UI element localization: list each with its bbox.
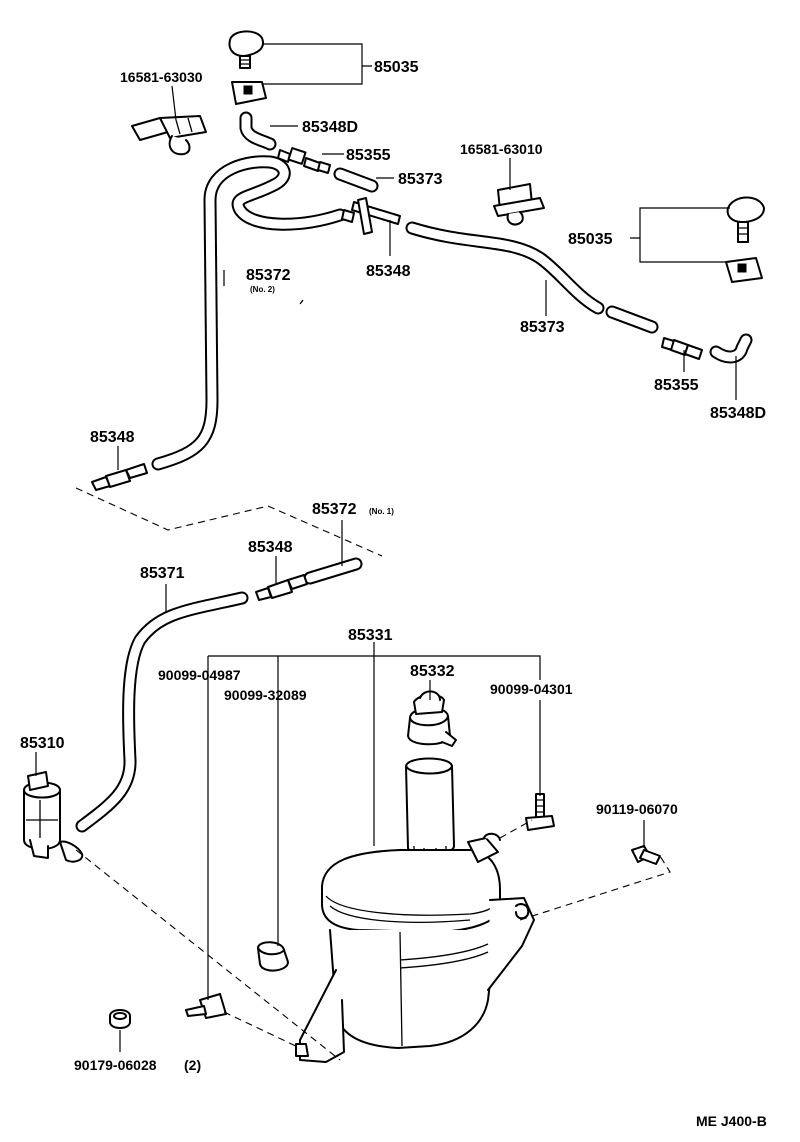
- hose-85371: [75, 591, 249, 833]
- tank-85331: [295, 757, 535, 1063]
- label-90099-32089: 90099-32089: [224, 687, 307, 703]
- label-85372-no1-note: (No. 1): [369, 507, 394, 516]
- pump-85310: [23, 771, 84, 863]
- label-85348-upper: 85348: [366, 263, 411, 280]
- label-16581-63010: 16581-63010: [460, 141, 543, 157]
- hose-85373-right: [405, 221, 605, 315]
- bolt-90099-04301: [525, 793, 555, 831]
- hose-85372-no2: [151, 155, 347, 471]
- label-90119-06070: 90119-06070: [596, 801, 678, 817]
- connector-85348-left: [91, 463, 148, 491]
- label-16581-63030: 16581-63030: [120, 69, 203, 85]
- connector-85348-upper: [341, 197, 401, 235]
- clip-16581-63030: [131, 115, 207, 156]
- label-85355-right: 85355: [654, 377, 699, 394]
- label-85332: 85332: [410, 663, 455, 680]
- clip-16581-63010: [493, 183, 545, 226]
- leader-lines: [35, 43, 737, 1052]
- bolt-90119-06070: [631, 845, 661, 865]
- label-85372-no2-note: (No. 2): [250, 285, 275, 294]
- drawing-code: ME J400-B: [696, 1113, 767, 1129]
- nozzle-85035-top: [228, 30, 267, 105]
- label-85348-left: 85348: [90, 429, 135, 446]
- connector-85348-mid: [255, 574, 308, 601]
- hose-85373-short-top: [333, 167, 379, 193]
- label-85348D-right: 85348D: [710, 405, 766, 422]
- cap-85332: [407, 690, 457, 747]
- stray-mark: [299, 299, 304, 305]
- hose-85373-short-right: [605, 305, 659, 334]
- label-85348D-top: 85348D: [302, 119, 358, 136]
- label-85371: 85371: [140, 565, 185, 582]
- connector-85355-right: [661, 337, 703, 360]
- label-85372-no1: 85372: [312, 501, 357, 518]
- elbow-85348D-right: [709, 333, 753, 364]
- label-85348-mid: 85348: [248, 539, 293, 556]
- connector-85355-top: [277, 147, 331, 174]
- label-90099-04301: 90099-04301: [490, 681, 573, 697]
- label-85310: 85310: [20, 735, 65, 752]
- clip-90099-04987: [185, 993, 227, 1019]
- label-85372-no2: 85372: [246, 267, 291, 284]
- label-85373-top: 85373: [398, 171, 443, 188]
- part-labels: 85035 16581-63030 85348D 85355 16581-630…: [20, 59, 767, 1129]
- grommet-90099-32089: [257, 941, 289, 972]
- label-85355-top: 85355: [346, 147, 391, 164]
- hose-85372-no1: [303, 557, 363, 585]
- elbow-85348D-top: [239, 111, 277, 151]
- label-85035-top: 85035: [374, 59, 419, 76]
- nut-90179-06028: [109, 1009, 131, 1029]
- label-90179-06028-qty: (2): [184, 1057, 201, 1073]
- label-90179-06028: 90179-06028: [74, 1057, 157, 1073]
- nozzle-85035-right: [725, 196, 765, 283]
- label-85035-right: 85035: [568, 231, 613, 248]
- label-85373-right: 85373: [520, 319, 565, 336]
- label-90099-04987: 90099-04987: [158, 667, 241, 683]
- label-85331: 85331: [348, 627, 393, 644]
